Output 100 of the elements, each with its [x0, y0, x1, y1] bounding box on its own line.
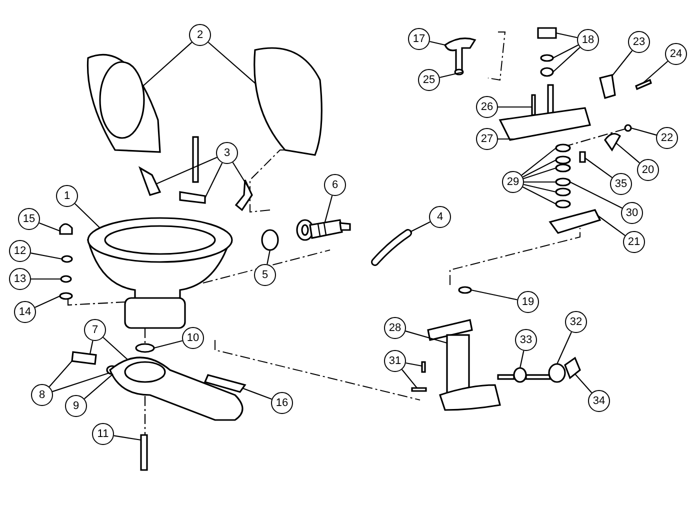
- callout-number: 19: [517, 291, 539, 313]
- leader-line: [521, 148, 556, 176]
- callout-number: 6: [324, 174, 346, 196]
- ring-drawing: [135, 343, 155, 353]
- plate-drawing: [498, 84, 592, 141]
- bolt-drawing: [411, 387, 427, 392]
- leader-line: [266, 250, 271, 264]
- callout-number: 25: [418, 69, 440, 91]
- washer-drawing: [59, 292, 73, 300]
- leader-line: [324, 195, 333, 222]
- leader-line: [596, 214, 626, 236]
- callout-number: 11: [92, 423, 114, 445]
- valve-drawing: [537, 27, 557, 39]
- washer-drawing: [555, 188, 571, 196]
- leader-line: [34, 296, 60, 308]
- leader-line: [31, 278, 61, 280]
- fitting-drawing: [261, 229, 279, 251]
- plug-drawing: [71, 351, 97, 365]
- leader-line: [612, 50, 633, 76]
- leader-line: [524, 184, 556, 193]
- callout-number: 10: [182, 327, 204, 349]
- leader-line: [642, 60, 668, 84]
- leader-line: [242, 387, 272, 400]
- hinge-drawing: [138, 166, 162, 196]
- gasket-drawing: [458, 286, 472, 294]
- callout-number: 2: [189, 24, 211, 46]
- leader-line: [52, 372, 110, 392]
- elbow-drawing: [564, 356, 581, 380]
- callout-number: 13: [9, 268, 31, 290]
- leader-line: [523, 167, 556, 180]
- callout-number: 1: [56, 185, 78, 207]
- leader-line: [89, 340, 94, 354]
- callout-number: 28: [384, 317, 406, 339]
- bolt-drawing: [421, 361, 426, 373]
- leader-line: [154, 340, 182, 349]
- leader-line: [470, 289, 518, 300]
- callout-number: 26: [476, 96, 498, 118]
- callout-number: 35: [610, 173, 632, 195]
- leader-line: [522, 160, 556, 178]
- ring-drawing: [624, 124, 632, 132]
- washer-drawing: [555, 178, 571, 186]
- callout-number: 14: [14, 301, 36, 323]
- assembly-line: [144, 328, 146, 344]
- leader-line: [570, 182, 622, 209]
- leader-line: [556, 332, 572, 364]
- leader-line: [208, 42, 256, 84]
- fitting-drawing: [525, 363, 566, 383]
- washer-drawing: [555, 144, 571, 152]
- pump-drawing: [427, 319, 515, 411]
- base-drawing: [109, 356, 244, 421]
- callout-number: 16: [271, 392, 293, 414]
- leader-line: [405, 330, 448, 344]
- leader-line: [410, 221, 430, 232]
- spring-drawing: [579, 151, 586, 163]
- leader-line: [498, 138, 515, 140]
- hinge-drawing: [179, 136, 206, 204]
- leader-line: [156, 156, 218, 184]
- callout-number: 4: [429, 206, 451, 228]
- leader-line: [84, 374, 114, 400]
- nut-drawing: [61, 255, 73, 263]
- callout-number: 18: [577, 29, 599, 51]
- leader-line: [39, 222, 60, 232]
- cap-drawing: [59, 223, 73, 235]
- callout-number: 7: [84, 319, 106, 341]
- callout-number: 12: [9, 240, 31, 262]
- bolt-drawing: [140, 434, 148, 471]
- washer-drawing: [555, 156, 571, 164]
- fitting-drawing: [296, 219, 351, 241]
- screw-drawing: [531, 94, 536, 116]
- leader-line: [430, 40, 446, 46]
- hose-drawing: [371, 229, 412, 266]
- gasket-drawing: [548, 209, 602, 234]
- callout-number: 20: [637, 159, 659, 181]
- gasket-drawing: [204, 374, 246, 393]
- leader-line: [406, 362, 422, 367]
- callout-number: 5: [254, 264, 276, 286]
- leader-line: [584, 158, 612, 178]
- screw-drawing: [635, 78, 652, 90]
- leader-line: [630, 127, 657, 136]
- callout-number: 27: [476, 128, 498, 150]
- assembly-line: [67, 299, 126, 306]
- callout-number: 17: [408, 28, 430, 50]
- leader-line: [48, 360, 72, 388]
- callout-number: 24: [665, 43, 687, 65]
- leader-line: [524, 181, 556, 183]
- washer-drawing: [540, 67, 554, 77]
- callout-number: 23: [628, 31, 650, 53]
- leader-line: [74, 203, 100, 228]
- callout-number: 9: [65, 395, 87, 417]
- handle-drawing: [444, 38, 476, 71]
- callout-number: 21: [623, 231, 645, 253]
- assembly-line: [144, 396, 146, 435]
- callout-number: 32: [565, 311, 587, 333]
- leader-line: [402, 369, 418, 388]
- leader-line: [552, 47, 580, 72]
- washer-drawing: [555, 200, 571, 208]
- callout-number: 30: [621, 202, 643, 224]
- washer-drawing: [60, 275, 72, 283]
- leader-line: [556, 32, 578, 38]
- callout-number: 31: [384, 350, 406, 372]
